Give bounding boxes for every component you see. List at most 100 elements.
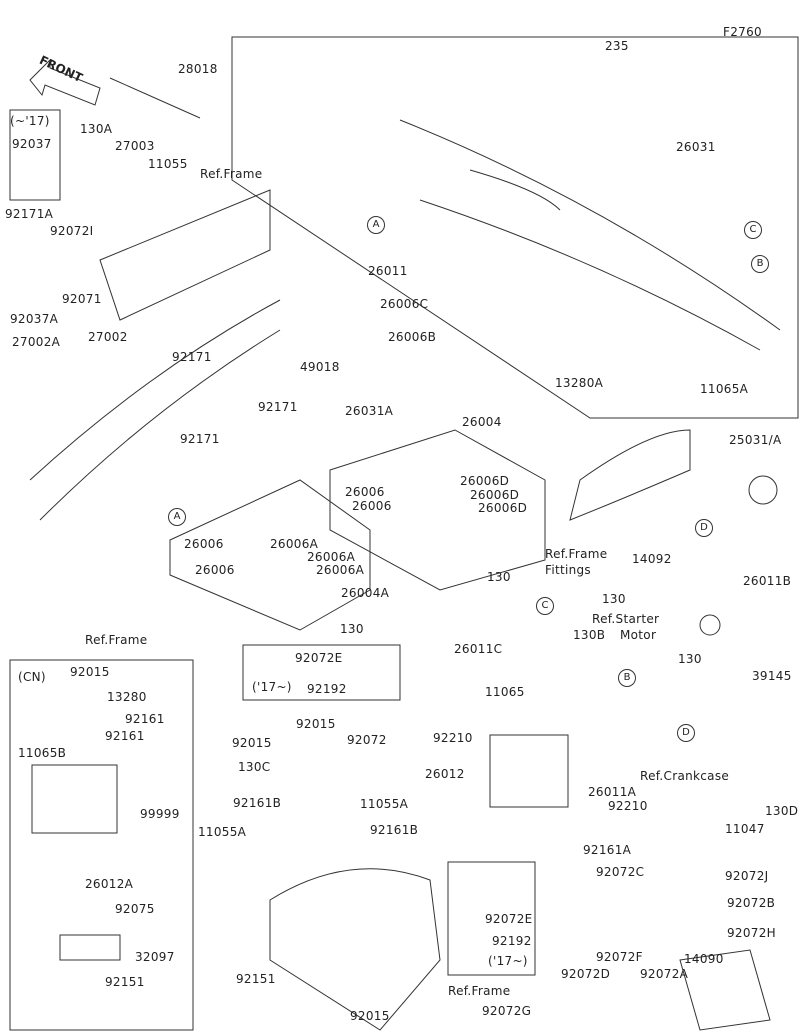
part-label: (~'17) — [10, 114, 50, 128]
part-label: 92072J — [725, 869, 769, 883]
diagram-code: F2760 — [723, 25, 762, 39]
cable-box-upper — [242, 644, 401, 701]
cn-box — [9, 659, 194, 1031]
fuse-box-group-26004 — [329, 429, 546, 591]
part-label: 92072I — [50, 224, 94, 238]
part-label: 11055A — [360, 797, 409, 811]
cap-25031 — [748, 475, 778, 505]
part-label: Ref.Crankcase — [640, 769, 730, 783]
part-label: 92071 — [62, 292, 102, 306]
part-label: 130 — [487, 570, 511, 584]
part-label: 92161B — [233, 796, 282, 810]
part-label: Ref.Frame — [448, 984, 511, 998]
part-label: 92210 — [608, 799, 648, 813]
part-label: 26006 — [184, 537, 224, 551]
harness-group-box — [231, 36, 799, 419]
part-label: Ref.Frame — [200, 167, 263, 181]
part-label: 27002A — [12, 335, 61, 349]
callout-A: A — [168, 508, 186, 526]
part-label: 26006 — [352, 499, 392, 513]
pre-2017-box — [9, 109, 61, 201]
part-label: 92161A — [583, 843, 632, 857]
part-label: 92015 — [70, 665, 110, 679]
part-label: 92015 — [232, 736, 272, 750]
part-label: 92161 — [105, 729, 145, 743]
part-label: 92072G — [482, 1004, 532, 1018]
part-label: 92072B — [727, 896, 776, 910]
part-label: 92037A — [10, 312, 59, 326]
part-label: 26006A — [316, 563, 365, 577]
part-label: 26031 — [676, 140, 716, 154]
part-label: 26006C — [380, 297, 429, 311]
part-label: 11055A — [198, 825, 247, 839]
part-label: (CN) — [18, 670, 46, 684]
part-label: 92075 — [115, 902, 155, 916]
part-label: Ref.Frame — [545, 547, 608, 561]
part-label: 92037 — [12, 137, 52, 151]
part-label: 49018 — [300, 360, 340, 374]
main-harness-26031 — [399, 119, 781, 351]
part-label: 26011 — [368, 264, 408, 278]
part-label: 32097 — [135, 950, 175, 964]
part-label: 11065B — [18, 746, 67, 760]
part-label: 92161 — [125, 712, 165, 726]
part-label: 14090 — [684, 952, 724, 966]
part-label: ('17~) — [488, 954, 528, 968]
part-label: 26006A — [307, 550, 356, 564]
part-label: 92072E — [295, 651, 343, 665]
part-label: 130B — [573, 628, 606, 642]
tray-32097 — [59, 934, 121, 961]
part-label: 26004A — [341, 586, 390, 600]
battery-tray-frame — [269, 868, 441, 1031]
part-label: 92171 — [180, 432, 220, 446]
part-label: 26006D — [460, 474, 510, 488]
part-label: 130 — [678, 652, 702, 666]
part-label: 26011C — [454, 642, 503, 656]
part-label: 11065A — [700, 382, 749, 396]
part-label: 26006D — [478, 501, 528, 515]
part-label: 235 — [605, 39, 629, 53]
part-label: 11055 — [148, 157, 188, 171]
part-label: Ref.Frame — [85, 633, 148, 647]
callout-A: A — [367, 216, 385, 234]
part-label: 26006 — [195, 563, 235, 577]
battery-26012 — [489, 734, 569, 808]
part-label: 92015 — [296, 717, 336, 731]
tube-28018 — [109, 77, 201, 119]
part-label: 92072 — [347, 733, 387, 747]
part-label: 130C — [238, 760, 271, 774]
part-label: 92171 — [258, 400, 298, 414]
part-label: 99999 — [140, 807, 180, 821]
part-label: 11047 — [725, 822, 765, 836]
part-label: 92171 — [172, 350, 212, 364]
part-label: 13280A — [555, 376, 604, 390]
callout-B: B — [618, 669, 636, 687]
part-label: 26006 — [345, 485, 385, 499]
part-label: Motor — [620, 628, 657, 642]
part-label: 26011B — [743, 574, 792, 588]
frame-front-outline — [99, 189, 271, 321]
part-label: 27002 — [88, 330, 128, 344]
part-label: 92072F — [596, 950, 643, 964]
part-label: 14092 — [632, 552, 672, 566]
part-label: 92072C — [596, 865, 645, 879]
part-label: 13280 — [107, 690, 147, 704]
part-label: Ref.Starter — [592, 612, 660, 626]
callout-D: D — [695, 519, 713, 537]
part-label: 39145 — [752, 669, 792, 683]
callout-C: C — [744, 221, 762, 239]
part-label: 26006A — [270, 537, 319, 551]
part-label: 92072A — [640, 967, 689, 981]
part-label: 26031A — [345, 404, 394, 418]
part-label: 11065 — [485, 685, 525, 699]
part-label: 25031/A — [729, 433, 782, 447]
part-label: ('17~) — [252, 680, 292, 694]
part-label: 130 — [602, 592, 626, 606]
part-label: 92072E — [485, 912, 533, 926]
battery-26012A — [31, 764, 118, 834]
part-label: Fittings — [545, 563, 591, 577]
part-label: 28018 — [178, 62, 218, 76]
callout-B: B — [751, 255, 769, 273]
part-label: 92210 — [433, 731, 473, 745]
part-label: 26004 — [462, 415, 502, 429]
